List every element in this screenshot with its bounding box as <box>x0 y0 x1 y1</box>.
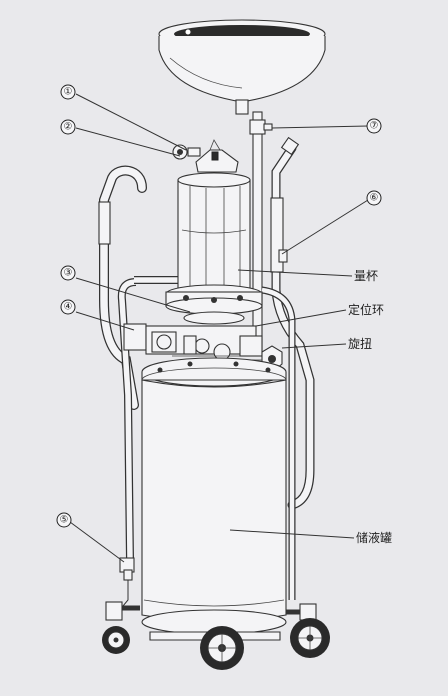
left-suction-hose <box>98 165 147 410</box>
label-knob: 旋扭 <box>348 337 372 351</box>
wheel-rear-center <box>200 626 244 670</box>
svg-text:⑤: ⑤ <box>60 515 69 526</box>
funnel-basin <box>158 19 326 115</box>
label-measuring-cup: 量杯 <box>354 269 378 283</box>
storage-tank <box>141 357 287 635</box>
wheel-rear-right <box>290 618 330 658</box>
callout-3: ③ <box>60 265 76 281</box>
wheel-front-left <box>102 626 130 654</box>
label-positioning-ring: 定位环 <box>348 302 384 317</box>
drain-pipe <box>249 111 273 353</box>
callout-6: ⑥ <box>366 190 382 206</box>
callout-1: ① <box>60 84 76 100</box>
measuring-cup <box>172 139 251 291</box>
valve-block <box>123 323 263 361</box>
left-frame <box>117 276 178 561</box>
svg-text:②: ② <box>64 122 73 133</box>
svg-text:①: ① <box>64 87 73 98</box>
svg-text:③: ③ <box>64 268 73 279</box>
callout-7: ⑦ <box>366 118 382 134</box>
label-storage-tank: 储液罐 <box>356 530 392 545</box>
leader-lines <box>69 93 369 563</box>
callout-4: ④ <box>60 299 76 315</box>
callout-5: ⑤ <box>56 512 72 528</box>
svg-text:⑦: ⑦ <box>370 121 379 132</box>
callout-2: ② <box>60 119 76 135</box>
svg-text:⑥: ⑥ <box>370 193 379 204</box>
positioning-ring <box>165 284 263 325</box>
svg-text:④: ④ <box>64 302 73 313</box>
